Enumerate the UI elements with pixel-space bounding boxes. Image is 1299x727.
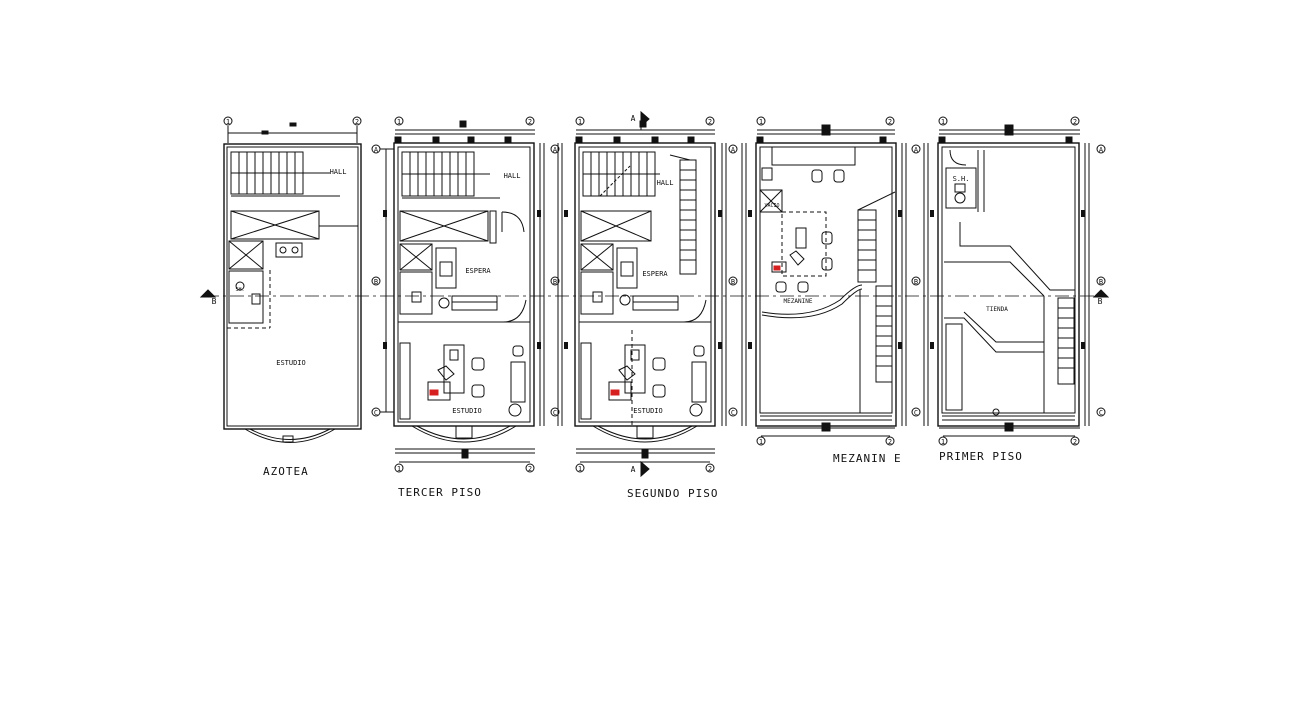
axis-label-col2: 2 bbox=[708, 465, 712, 473]
plan-primer-piso bbox=[923, 116, 1090, 446]
axis-label-col2: 2 bbox=[888, 118, 892, 126]
axis-label-row-a: A bbox=[731, 146, 736, 154]
room-label-estudio: ESTUDIO bbox=[633, 407, 663, 415]
room-label-hall: HALL bbox=[330, 168, 347, 176]
axis-label-row-a: A bbox=[1099, 146, 1104, 154]
axis-label-col2: 2 bbox=[708, 118, 712, 126]
plan-title-segundo-piso: SEGUNDO PISO bbox=[627, 487, 719, 500]
plan-azotea bbox=[223, 116, 362, 443]
axis-label-col1: 1 bbox=[578, 465, 582, 473]
axis-label-row-c: C bbox=[731, 409, 735, 417]
room-label-tienda: TIENDA bbox=[986, 306, 1008, 313]
room-label-vacio: VACIO bbox=[764, 203, 779, 209]
room-label-hall: HALL bbox=[504, 172, 521, 180]
room-label-sh: SH. bbox=[235, 287, 244, 293]
axis-label-row-b: B bbox=[731, 278, 735, 286]
plan-tercer-piso bbox=[371, 116, 545, 473]
axis-label-col2: 2 bbox=[355, 118, 359, 126]
plan-title-mezanine: MEZANIN E bbox=[833, 452, 902, 465]
room-label-espera: ESPERA bbox=[642, 270, 668, 278]
plan-title-tercer-piso: TERCER PISO bbox=[398, 486, 482, 499]
section-mark-a-top: A bbox=[631, 114, 636, 123]
axis-label-col1: 1 bbox=[397, 465, 401, 473]
section-mark-a-bottom: A bbox=[631, 465, 636, 474]
axis-label-row-c: C bbox=[914, 409, 918, 417]
room-label-sh: S.H. bbox=[953, 175, 970, 183]
plan-title-azotea: AZOTEA bbox=[263, 465, 309, 478]
axis-label-row-b: B bbox=[914, 278, 918, 286]
plan-title-primer-piso: PRIMER PISO bbox=[939, 450, 1023, 463]
axis-label-row-a: A bbox=[374, 146, 379, 154]
axis-label-col2: 2 bbox=[1073, 438, 1077, 446]
axis-label-col1: 1 bbox=[941, 438, 945, 446]
axis-label-row-b: B bbox=[1099, 278, 1103, 286]
axis-label-row-a: A bbox=[553, 146, 558, 154]
section-mark-b-right: B bbox=[1098, 297, 1103, 306]
axis-label-col1: 1 bbox=[759, 118, 763, 126]
row-axis-markers bbox=[550, 144, 1106, 417]
axis-label-col2: 2 bbox=[1073, 118, 1077, 126]
axis-label-row-a: A bbox=[914, 146, 919, 154]
axis-label-row-c: C bbox=[374, 409, 378, 417]
axis-label-col1: 1 bbox=[759, 438, 763, 446]
axis-label-col1: 1 bbox=[941, 118, 945, 126]
plan-mezanine bbox=[741, 116, 907, 446]
axis-label-col1: 1 bbox=[578, 118, 582, 126]
axis-label-col2: 2 bbox=[528, 465, 532, 473]
axis-label-col1: 1 bbox=[397, 118, 401, 126]
axis-label-row-c: C bbox=[553, 409, 557, 417]
room-label-estudio: ESTUDIO bbox=[276, 359, 306, 367]
room-label-hall: HALL bbox=[657, 179, 674, 187]
room-label-espera: ESPERA bbox=[465, 267, 491, 275]
axis-label-col2: 2 bbox=[888, 438, 892, 446]
axis-label-row-c: C bbox=[1099, 409, 1103, 417]
plan-segundo-piso bbox=[557, 110, 727, 478]
axis-label-col1: 1 bbox=[226, 118, 230, 126]
axis-label-col2: 2 bbox=[528, 118, 532, 126]
section-mark-b-left: B bbox=[212, 297, 217, 306]
axis-label-row-b: B bbox=[374, 278, 378, 286]
room-label-mezanine: MEZANINE bbox=[784, 298, 813, 305]
room-label-estudio: ESTUDIO bbox=[452, 407, 482, 415]
axis-label-row-b: B bbox=[553, 278, 557, 286]
